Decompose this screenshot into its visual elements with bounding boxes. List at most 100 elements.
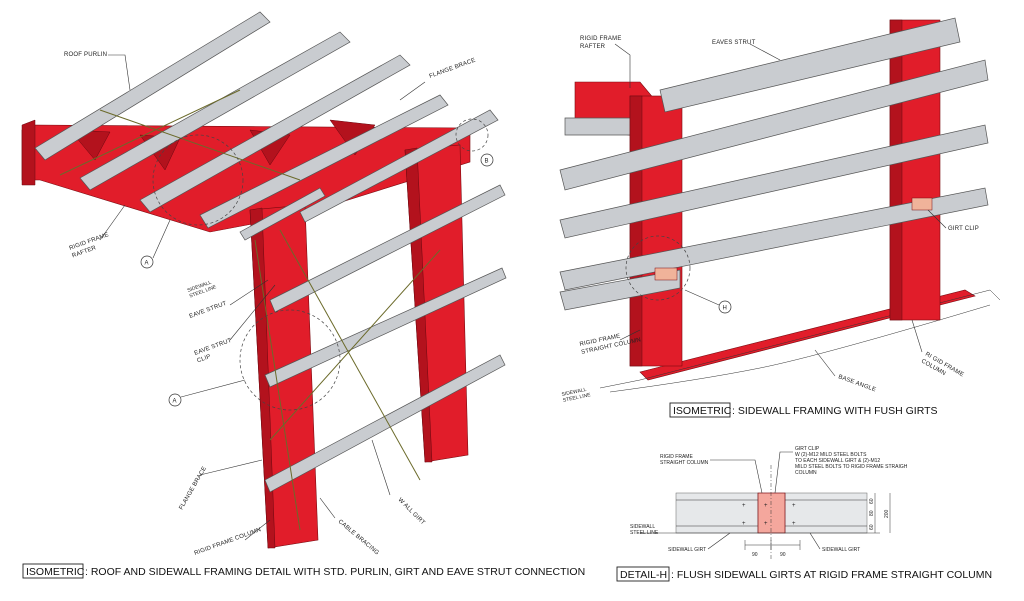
caption-tag-right: ISOMETRIC bbox=[673, 405, 732, 417]
sidewall-girt-right bbox=[784, 492, 868, 534]
caption-text-right: : SIDEWALL FRAMING WITH FUSH GIRTS bbox=[732, 405, 938, 417]
label-base-angle: BASE ANGLE bbox=[837, 374, 876, 393]
label-right-sidewall-steel-line: SIDEWALLSTEEL LINE bbox=[561, 386, 592, 404]
column-flange bbox=[889, 19, 903, 321]
leader-line bbox=[152, 219, 171, 259]
sidewall-girt bbox=[559, 124, 989, 239]
roof-purlin bbox=[199, 94, 449, 229]
ground-line bbox=[599, 289, 1001, 389]
bolt-icon: + bbox=[742, 503, 746, 509]
caption-text-left: : ROOF AND SIDEWALL FRAMING DETAIL WITH … bbox=[85, 566, 585, 578]
label-eaves-strut: EAVES STRUT bbox=[712, 40, 756, 46]
leader-line bbox=[619, 329, 641, 341]
flange-brace-line bbox=[254, 239, 301, 531]
leader-line bbox=[244, 519, 271, 541]
label-rigid-frame-column: RIGID FRAME COLUMN bbox=[194, 527, 262, 557]
label-sidewall-steel-line-left: SIDEWALLSTEEL LINE bbox=[187, 278, 218, 299]
eave-strut bbox=[299, 109, 499, 223]
callout-a1-label: A bbox=[145, 261, 149, 267]
label-eave-strut-clip: EAVE STRUTCLIP bbox=[194, 338, 236, 365]
roof-purlin bbox=[34, 11, 271, 161]
caption-tag-box-detail bbox=[616, 566, 670, 582]
callout-circle-a1 bbox=[152, 134, 244, 226]
dim-60-top: 60 bbox=[869, 498, 875, 504]
label-rigid-frame-rafter: RIGID FRAMERAFTER bbox=[69, 232, 113, 259]
dim-90-right: 90 bbox=[780, 552, 786, 558]
callout-b-bubble bbox=[480, 153, 494, 167]
cable-bracing bbox=[269, 249, 441, 441]
callout-h-label: H bbox=[723, 306, 728, 312]
leader-line bbox=[319, 497, 336, 519]
ground-hatch bbox=[609, 304, 991, 393]
label-roof-purlin: ROOF PURLIN bbox=[64, 52, 107, 58]
bolt-icon: + bbox=[764, 521, 768, 527]
column-flange bbox=[249, 207, 276, 549]
leader-line bbox=[809, 532, 821, 550]
dim-60-bottom: 60 bbox=[869, 524, 875, 530]
leader-line bbox=[229, 279, 269, 306]
roof-purlin bbox=[139, 54, 411, 213]
callout-circle-a2 bbox=[239, 309, 341, 411]
label-detail-sidewall-girt-right: SIDEWALL GIRT bbox=[822, 547, 860, 553]
bolt-icon: + bbox=[764, 503, 768, 509]
dim-200-total: 200 bbox=[884, 509, 890, 518]
callout-a2-bubble bbox=[168, 393, 182, 407]
callout-circle-b bbox=[455, 118, 489, 152]
sidewall-girt bbox=[559, 59, 989, 191]
leader-line bbox=[814, 349, 836, 377]
cable-bracing bbox=[99, 109, 301, 181]
bolt-icon: + bbox=[792, 503, 796, 509]
dim-80-mid: 80 bbox=[869, 510, 875, 516]
caption-tag-detail: DETAIL-H bbox=[620, 569, 667, 581]
girt-clip bbox=[654, 267, 678, 281]
bolt-icon: + bbox=[742, 521, 746, 527]
leader-line bbox=[749, 43, 781, 61]
label-right-rigid-frame-column: RI GID FRAMECOLUMN bbox=[920, 352, 965, 386]
leader-line bbox=[108, 54, 131, 91]
column-flange bbox=[629, 95, 643, 367]
label-detail-sidewall-girt-left: SIDEWALL GIRT bbox=[668, 547, 706, 553]
caption-text-detail: : FLUSH SIDEWALL GIRTS AT RIGID FRAME ST… bbox=[671, 569, 992, 581]
left-isometric-view: A A B ROOF PURLIN FLANGE BRACE RIGID FRA… bbox=[21, 11, 585, 579]
label-wall-girt: W ALL GIRT bbox=[397, 497, 426, 526]
leader-line bbox=[399, 81, 426, 101]
label-flange-brace-top: FLANGE BRACE bbox=[429, 58, 477, 80]
label-cable-bracing: CABLE BRACING bbox=[337, 519, 380, 557]
leader-line bbox=[710, 459, 763, 494]
leader-line bbox=[911, 319, 923, 353]
leader-line bbox=[774, 451, 793, 494]
sidewall-girt-lower bbox=[559, 269, 681, 311]
label-right-girt-clip: GIRT CLIP bbox=[948, 226, 979, 232]
sidewall-girt bbox=[559, 187, 989, 291]
leader-line bbox=[684, 289, 720, 306]
wall-girt bbox=[264, 354, 506, 493]
girt-clip bbox=[911, 197, 933, 211]
dim-90-left: 90 bbox=[752, 552, 758, 558]
label-flange-brace-bottom: FLANGE BRACE bbox=[179, 466, 209, 511]
callout-h-bubble bbox=[718, 300, 732, 314]
leader-line bbox=[927, 209, 947, 229]
leader-line bbox=[614, 43, 631, 88]
leader-line bbox=[371, 439, 391, 496]
caption-tag-box-right bbox=[669, 402, 731, 418]
leader-line bbox=[199, 459, 263, 476]
eaves-strut bbox=[659, 17, 961, 113]
bolt-icon: + bbox=[792, 521, 796, 527]
cable-bracing bbox=[59, 89, 241, 176]
caption-tag-box-left bbox=[22, 563, 84, 579]
callout-a1-bubble bbox=[140, 255, 154, 269]
column-flange bbox=[404, 147, 433, 463]
leader-line bbox=[99, 204, 126, 241]
cable-bracing bbox=[279, 229, 421, 481]
callout-a2-label: A bbox=[173, 399, 177, 405]
rafter-end-plate bbox=[21, 119, 36, 186]
leader-line bbox=[180, 379, 246, 398]
leader-line bbox=[707, 532, 731, 550]
